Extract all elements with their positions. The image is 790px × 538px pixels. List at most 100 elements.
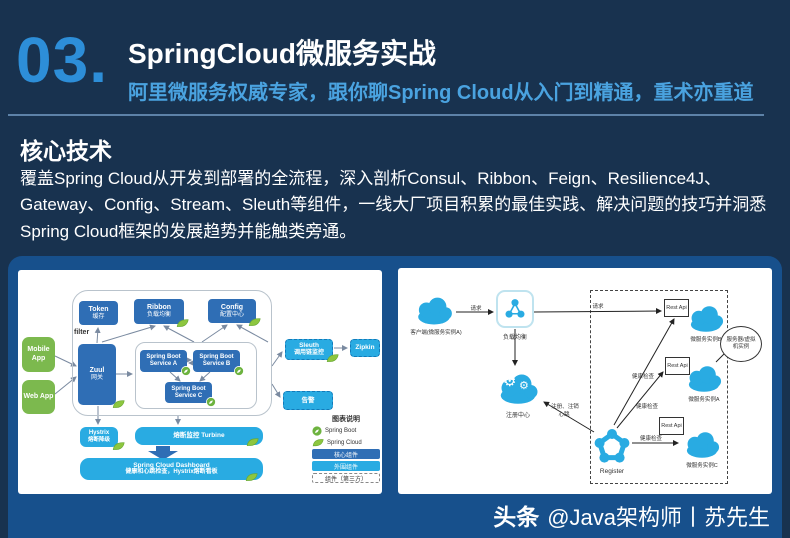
gear-icon: ⚙ [519,380,529,392]
service-b-line1: Spring Boot [199,354,234,361]
instance-c-cloud-icon [686,432,720,458]
server-vm-bubble: 服务器/虚拟机实例 [720,326,762,362]
instance-c-label: 微服务实例C [686,463,718,469]
token-label-zh: 缓存 [92,313,105,320]
client-cloud-icon [418,297,452,325]
turbine-label: 熔断监控 Turbine [173,432,225,440]
page-subtitle: 阿里微服务权威专家，跟你聊Spring Cloud从入门到精通，重术亦重道 [128,82,754,104]
legend-spring-boot: Spring Boot [312,426,380,436]
health-check-label-2: 健康检查 [635,404,658,410]
health-check-label-1: 健康检查 [631,374,654,380]
instance-b-cloud-icon [690,306,724,332]
legend-spring-cloud: Spring Cloud [312,438,380,447]
service-a-line2: Service A [149,361,178,367]
request-label-1: 请求 [470,306,482,312]
instance-b-label: 微服务实例B [690,337,722,343]
token-label-en: Token [88,305,109,313]
instance-a-cloud-icon [688,366,722,392]
zipkin-box: Zipkin [350,339,380,357]
hystrix-label-en: Hystrix [88,430,110,437]
instance-a-label: 微服务实例A [688,397,720,403]
services-container [135,342,257,409]
sleuth-box: Sleuth 调用链监控 [285,339,339,363]
footer-credit: 头条@Java架构师丨苏先生 [493,498,770,532]
springcloud-architecture-diagram: Mobile App Web App Token 缓存 Ribbon 负载均衡 … [18,270,382,494]
dashboard-line2: 健康和心跳检查，Hystrix熔断看板 [125,469,218,476]
footer-handle: @Java架构师丨苏先生 [547,505,770,530]
registry-cloud-icon [500,374,538,404]
service-registry-diagram: 客户端(微服务实例A) 请求 负载均衡 请求 ⚙ ⚙ 注册中心 注册、注销 心跳 [398,268,772,494]
legend-outer-component: 外围组件 [312,461,380,471]
web-app-box: Web App [22,380,55,414]
dashboard-line1: Spring Cloud Dashboard [133,461,210,469]
legend-core-component: 核心组件 [312,449,380,459]
rest-api-box-3: Rest Api [659,417,684,435]
spring-cloud-leaf-icon [245,473,258,482]
spring-cloud-leaf-icon [312,439,324,447]
register-pentagon-icon [594,429,630,463]
spring-cloud-leaf-icon [112,442,125,451]
token-box: Token 缓存 [79,301,118,325]
spring-boot-icon [312,426,322,436]
spring-cloud-leaf-icon [176,319,189,328]
hystrix-label-zh: 熔断降级 [87,437,110,444]
ribbon-label-en: Ribbon [146,304,172,312]
dashboard-box: Spring Cloud Dashboard 健康和心跳检查，Hystrix熔断… [80,458,263,482]
service-b-line2: Service B [202,361,231,367]
turbine-box: 熔断监控 Turbine [135,427,263,447]
core-tech-description: 覆盖Spring Cloud从开发到部署的全流程，深入剖析Consul、Ribb… [20,169,767,241]
section-number: 03. [16,24,108,96]
spring-cloud-leaf-icon [112,400,125,409]
filter-label: filter [74,329,90,336]
zuul-label-en: Zuul [89,367,105,375]
sleuth-label-en: Sleuth [299,342,319,350]
spring-cloud-leaf-icon [246,438,259,447]
load-balancer-box [496,290,534,328]
health-check-label-3: 健康检查 [639,436,662,442]
diagram-panel: Mobile App Web App Token 缓存 Ribbon 负载均衡 … [8,256,782,538]
legend-thirdparty-component: 组件（第三方） [312,473,380,483]
rest-api-box-1: Rest Api [664,299,689,317]
registry-label: 注册中心 [505,413,530,419]
request-label-2: 请求 [592,304,604,310]
ribbon-label-zh: 负载均衡 [146,312,171,319]
zipkin-label: Zipkin [355,344,375,352]
service-a-line1: Spring Boot [146,354,181,361]
client-instance-label: 客户端(微服务实例A) [410,330,462,336]
diagram-legend: 图表说明 Spring Boot Spring Cloud 核心组件 外围组件 … [312,414,380,485]
web-app-label: Web App [23,392,54,400]
config-box: Config 配置中心 [208,299,261,327]
page-title: SpringCloud微服务实战 [128,38,436,69]
mobile-app-box: Mobile App [22,337,55,372]
load-balancer-label: 负载均衡 [502,335,527,341]
load-balancer-share-icon [505,299,525,318]
spring-boot-icon [206,397,216,407]
alert-box: 告警 [283,391,333,410]
ribbon-box: Ribbon 负载均衡 [134,299,189,328]
rest-api-box-2: Rest Api [665,357,690,375]
legend-spring-cloud-label: Spring Cloud [327,439,362,446]
service-c-box: Spring Boot Service C [165,382,216,407]
core-container [72,290,272,416]
instances-dashed-container [590,290,728,484]
core-tech-heading: 核心技术 [20,138,112,164]
config-label-en: Config [220,303,244,311]
zuul-label-zh: 网关 [90,375,103,382]
register-note-line2: 心跳 [558,412,570,418]
service-a-box: Spring Boot Service A [140,350,191,376]
spring-cloud-leaf-icon [326,354,339,363]
register-label: Register [599,468,625,475]
config-label-zh: 配置中心 [219,311,244,318]
sleuth-label-zh: 调用链监控 [293,349,324,356]
service-b-box: Spring Boot Service B [193,350,244,376]
gear-icon: ⚙ [503,373,517,390]
mobile-app-label: Mobile App [27,346,50,362]
hystrix-box: Hystrix 熔断降级 [80,427,125,451]
spring-boot-icon [234,366,244,376]
spring-cloud-leaf-icon [248,318,261,327]
header-divider [8,114,764,116]
legend-spring-boot-label: Spring Boot [325,428,357,434]
legend-title: 图表说明 [332,416,360,423]
register-note-line1: 注册、注销 [551,404,579,410]
